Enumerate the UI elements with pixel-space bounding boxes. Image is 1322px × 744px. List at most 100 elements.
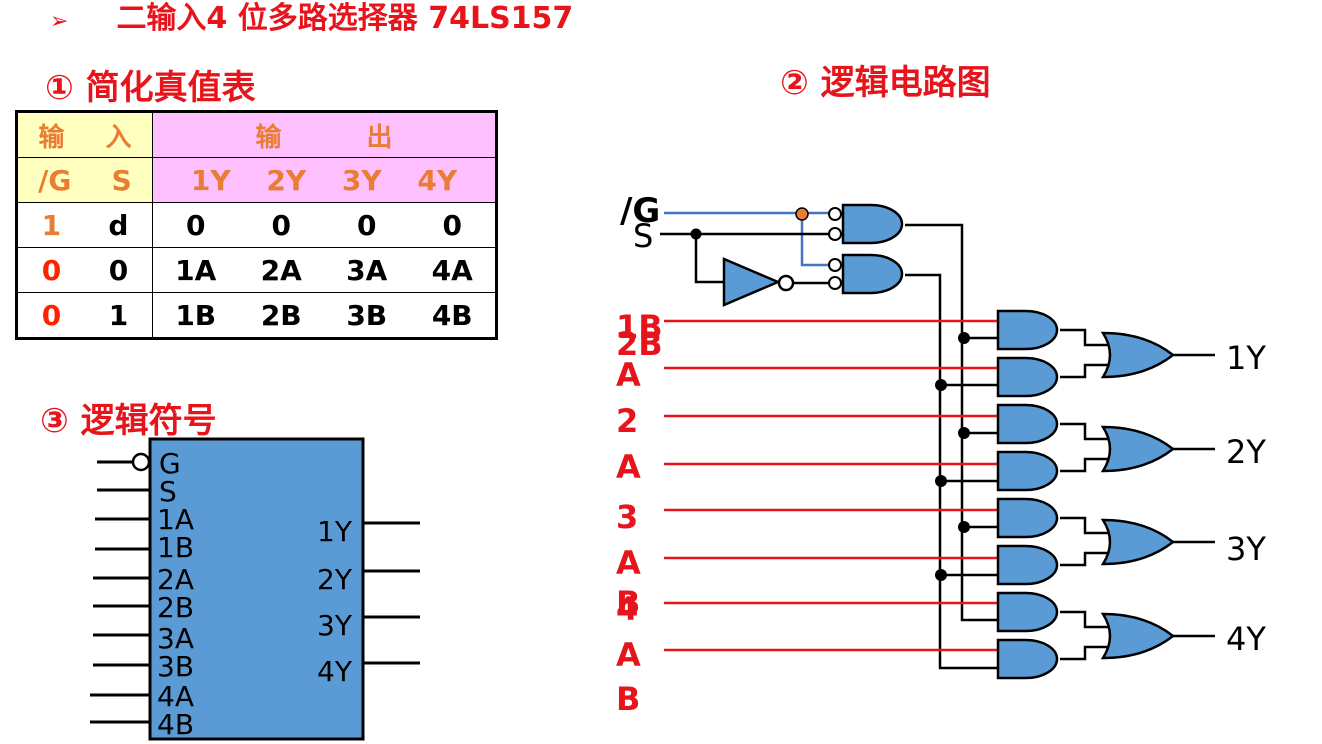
- input-label: B: [616, 680, 640, 718]
- logic-symbol: G S 1A 1B 2A 2B 3A 3B 4A 4B 1Y 2Y 3Y 4Y: [90, 437, 420, 741]
- subheader-cell: S: [111, 163, 132, 197]
- row-outputs: 1A 2A 3A 4A: [152, 247, 497, 293]
- page-title: ➢二输入4 位多路选择器 74LS157: [50, 0, 573, 41]
- control-label-s: S: [633, 217, 653, 255]
- cell-out: 3A: [346, 253, 388, 287]
- row-outputs: 1B 2B 3B 4B: [152, 292, 497, 339]
- truth-table: 输 入 输 出 /G S 1Y 2Y 3Y 4Y: [15, 110, 498, 340]
- and-gate: [996, 403, 1059, 445]
- header-inputs: 输 入: [16, 111, 153, 158]
- pin-label: 1A: [157, 503, 194, 536]
- and-gate: [841, 253, 904, 295]
- pin-label: 1Y: [317, 515, 353, 548]
- section-truth-table: ① 简化真值表: [45, 68, 256, 108]
- output-label: 2Y: [1226, 433, 1266, 471]
- table-row: 0 1 1B 2B 3B 4B: [16, 292, 497, 339]
- inversion-bubble-icon: [131, 452, 151, 472]
- inverter-gate: [722, 257, 782, 307]
- input-label: 1B: [616, 308, 663, 346]
- cell-out: 2B: [260, 298, 302, 332]
- cell-out: 0: [357, 208, 377, 242]
- pin-label: 3Y: [317, 609, 353, 642]
- inversion-bubble-icon: [777, 274, 795, 292]
- subheader-cell: 4Y: [417, 163, 458, 197]
- or-gate: [1101, 612, 1175, 660]
- junction-dot: [958, 332, 970, 344]
- subheader-cell: /G: [38, 163, 72, 197]
- or-gate: [1101, 331, 1175, 379]
- title-text: 二输入4 位多路选择器 74LS157: [116, 1, 574, 36]
- row-inputs: 0 1: [16, 292, 153, 339]
- and-gate: [996, 591, 1059, 633]
- pin-label: 4Y: [317, 655, 353, 688]
- junction-dot: [935, 475, 947, 487]
- cell-out: 0: [442, 208, 462, 242]
- input-label: A: [616, 448, 641, 486]
- table-header-row: 输 入 输 出: [16, 111, 497, 158]
- junction-dot: [958, 427, 970, 439]
- junction-dot: [935, 569, 947, 581]
- cell-out: 3B: [346, 298, 388, 332]
- pin-label: 3B: [157, 650, 194, 683]
- input-label: 2B: [616, 325, 663, 363]
- table-row: 1 d 0 0 0 0: [16, 202, 497, 248]
- cell-out: 0: [186, 208, 206, 242]
- cell-g: 0: [41, 298, 62, 332]
- junction-dot: [958, 521, 970, 533]
- pin-label: 4B: [157, 708, 194, 741]
- header-cell: 出: [366, 122, 393, 153]
- subheader-cell: 2Y: [266, 163, 307, 197]
- input-label: 4: [616, 590, 638, 628]
- subheader-cell: 3Y: [341, 163, 382, 197]
- and-gate: [996, 309, 1059, 351]
- header-cell: 入: [105, 122, 132, 153]
- subheader-inputs: /G S: [16, 157, 153, 203]
- header-outputs: 输 出: [152, 111, 497, 158]
- row-outputs: 0 0 0 0: [152, 202, 497, 248]
- output-label: 1Y: [1226, 339, 1266, 377]
- and-gate: [996, 638, 1059, 680]
- cell-out: 4A: [431, 253, 473, 287]
- junction-dot: [935, 379, 947, 391]
- input-label: 2: [616, 402, 638, 440]
- row-inputs: 0 0: [16, 247, 153, 293]
- pin-label: 2Y: [317, 563, 353, 596]
- cell-out: 4B: [431, 298, 473, 332]
- and-gate: [841, 203, 904, 245]
- cell-out: 0: [271, 208, 291, 242]
- table-subheader-row: /G S 1Y 2Y 3Y 4Y: [16, 157, 497, 203]
- cell-g: 0: [41, 253, 62, 287]
- cell-s: 1: [108, 298, 129, 332]
- pin-label: 3A: [157, 622, 194, 655]
- header-cell: 输: [255, 122, 282, 153]
- input-label: A: [616, 356, 641, 394]
- or-gate: [1101, 425, 1175, 473]
- subheader-cell: 1Y: [190, 163, 231, 197]
- cell-out: 1A: [175, 253, 217, 287]
- cell-out: 2A: [260, 253, 302, 287]
- cell-s: d: [108, 208, 129, 242]
- junction-dot: [795, 207, 809, 221]
- or-gate: [1101, 518, 1175, 566]
- table-row: 0 0 1A 2A 3A 4A: [16, 247, 497, 293]
- subheader-outputs: 1Y 2Y 3Y 4Y: [152, 157, 497, 203]
- cell-s: 0: [108, 253, 129, 287]
- row-inputs: 1 d: [16, 202, 153, 248]
- and-gate: [996, 544, 1059, 586]
- input-label: A: [616, 544, 641, 582]
- pin-label: G: [159, 447, 181, 480]
- and-gate: [996, 356, 1059, 398]
- and-gate: [996, 450, 1059, 492]
- and-gate: [996, 497, 1059, 539]
- input-label: 3: [616, 498, 638, 536]
- output-label: 4Y: [1226, 620, 1266, 658]
- cell-g: 1: [41, 208, 62, 242]
- pin-label: 4A: [157, 680, 194, 713]
- pin-label: 2A: [157, 563, 194, 596]
- input-label: A: [616, 636, 641, 674]
- pin-label: 1B: [157, 531, 194, 564]
- pin-label: S: [159, 475, 177, 508]
- header-cell: 输: [38, 122, 65, 153]
- cell-out: 1B: [175, 298, 217, 332]
